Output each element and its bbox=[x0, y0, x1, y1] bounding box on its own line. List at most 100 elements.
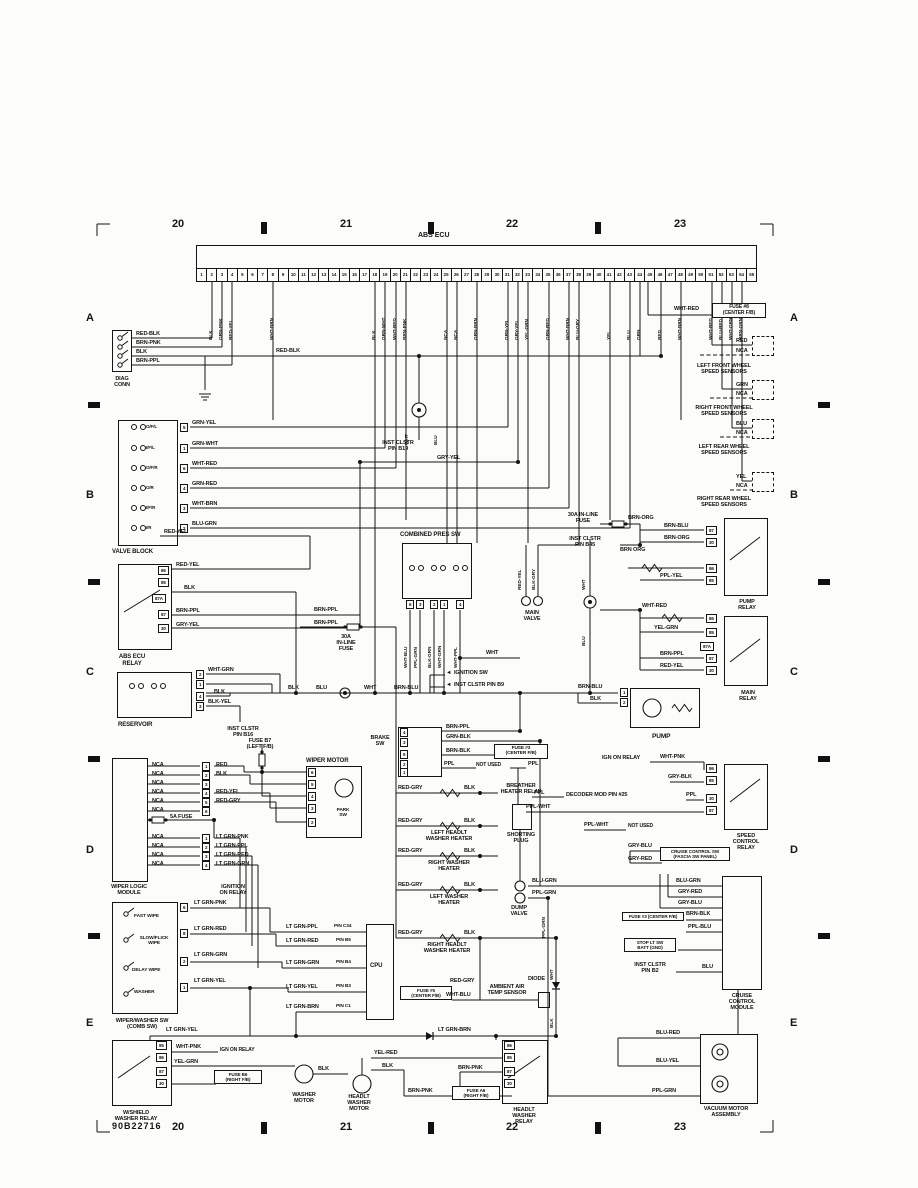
pin-label: 6 bbox=[180, 464, 189, 474]
splice-dot bbox=[212, 818, 216, 822]
wire-label: GRY-YEL bbox=[437, 455, 461, 461]
right-front-sensor-label: RIGHT FRONT WHEEL SPEED SENSORS bbox=[695, 405, 753, 418]
wire-label: BLK bbox=[209, 330, 214, 340]
diode-icon bbox=[552, 982, 560, 990]
vacuum-motor-assembly bbox=[700, 1034, 758, 1104]
component-circle bbox=[642, 698, 662, 718]
circle-icon bbox=[520, 595, 532, 607]
alignment-tick bbox=[88, 579, 100, 585]
left-front-sensor-label: LEFT FRONT WHEEL SPEED SENSORS bbox=[696, 363, 751, 376]
cpu-label: CPU bbox=[370, 963, 383, 969]
wire-label: GRN-YEL bbox=[505, 319, 510, 340]
component-circle bbox=[711, 1075, 729, 1093]
sw-blade bbox=[121, 340, 129, 346]
pin-label: 6 bbox=[308, 768, 317, 778]
wire-label: GRN bbox=[637, 329, 642, 340]
fuse-icon bbox=[148, 816, 168, 824]
sw2-b bbox=[418, 565, 424, 571]
splice-dot-icon bbox=[248, 986, 252, 990]
valve-block-label: VALVE BLOCK bbox=[112, 549, 154, 555]
circle-icon bbox=[532, 595, 544, 607]
wire-label: YEL bbox=[607, 330, 612, 340]
splice-dot bbox=[518, 691, 522, 695]
sw-pivot bbox=[117, 344, 123, 350]
wire-label: NCA bbox=[152, 834, 164, 840]
wire-label: D bbox=[86, 844, 94, 856]
connector-pin: 47 bbox=[664, 269, 675, 281]
wire-label: WHT-GRN bbox=[208, 667, 234, 673]
wire-label: YEL-GRN bbox=[525, 319, 530, 340]
splice-dot bbox=[478, 936, 482, 940]
connector-pin: 12 bbox=[308, 269, 318, 281]
wire-label: BLU-RED bbox=[719, 319, 724, 340]
main-relay bbox=[724, 616, 768, 686]
sw2-a bbox=[129, 683, 135, 689]
fuse-body bbox=[151, 816, 165, 824]
resistor-path bbox=[439, 821, 461, 831]
component-circle bbox=[716, 1048, 724, 1056]
splice-dot bbox=[588, 600, 592, 604]
solenoid-contact-icon bbox=[131, 485, 146, 491]
splice-dot-icon bbox=[516, 460, 520, 464]
splice-dot-icon bbox=[478, 888, 482, 892]
wire-label: PPL bbox=[534, 790, 545, 796]
wire-label: BRN-PPL bbox=[176, 608, 200, 614]
wire-label: PPL-WHT bbox=[526, 804, 551, 810]
fuse-body bbox=[346, 623, 360, 631]
splice-dot bbox=[408, 691, 412, 695]
connector-pin: 2 bbox=[206, 269, 216, 281]
splice-dot bbox=[417, 354, 421, 358]
alignment-tick bbox=[595, 1122, 601, 1134]
wire-label: NCA bbox=[736, 430, 748, 436]
wire-label: BREATHER HEATER RELAY bbox=[500, 783, 542, 796]
wire-label: BLK bbox=[464, 930, 476, 936]
wire-label: LT GRN-GRN bbox=[216, 861, 250, 867]
pin-label: 3 bbox=[196, 702, 205, 712]
sw2-b bbox=[440, 565, 446, 571]
diode-triangle bbox=[426, 1032, 433, 1040]
pin-label: 1 bbox=[620, 688, 629, 698]
wire-label: PPL-GRN bbox=[652, 1088, 677, 1094]
solenoid-contact-icon bbox=[151, 683, 166, 689]
wire-label: FUSE B7 (LEFT F/B) bbox=[246, 738, 274, 751]
sw2-a bbox=[131, 445, 137, 451]
solenoid-contact-icon bbox=[131, 424, 146, 430]
connector-pin: 36 bbox=[552, 269, 563, 281]
wire-label: BRN-PNK bbox=[408, 1088, 433, 1094]
switch-contact-icon bbox=[123, 907, 135, 917]
wire-label: LT GRN-GRN bbox=[286, 960, 320, 966]
sw2-b bbox=[140, 465, 146, 471]
circle-icon bbox=[642, 698, 662, 718]
wire-label: 21 bbox=[340, 1121, 353, 1133]
wire bbox=[117, 1055, 151, 1079]
brake-sw-label: BRAKE SW bbox=[370, 735, 390, 748]
splice-dot-icon bbox=[518, 691, 522, 695]
wire-label: PPL-BLU bbox=[688, 924, 712, 930]
wire-label: BLU-RED bbox=[656, 1030, 681, 1036]
abs-ecu-relay-label: ABS ECU RELAY bbox=[118, 654, 146, 667]
wire-label: BRN-PNK bbox=[403, 318, 408, 340]
inline-fuse-label: 30A IN-LINE FUSE bbox=[336, 634, 356, 653]
wire-label: GRY-RED bbox=[628, 856, 653, 862]
pin-label: 6 bbox=[180, 903, 189, 913]
splice-dot-icon bbox=[494, 1034, 498, 1038]
comb-switch bbox=[112, 902, 178, 1014]
wire-label: BLK bbox=[464, 848, 476, 854]
connector-pin: 55 bbox=[746, 269, 756, 281]
wire-label: WHT-PNK bbox=[176, 1044, 201, 1050]
wire-label: WHT-BRN bbox=[678, 318, 683, 340]
wire-label: 22 bbox=[506, 1121, 519, 1133]
connector-pin: 16 bbox=[348, 269, 359, 281]
pin-label: 1 bbox=[180, 983, 189, 993]
wire bbox=[729, 638, 761, 663]
wire-label: RED-YEL bbox=[660, 663, 684, 669]
wire-label: LT GRN-PPL bbox=[216, 843, 248, 849]
pin-label: 2 bbox=[180, 524, 189, 534]
sw2-a bbox=[131, 485, 137, 491]
connector-pin: 33 bbox=[522, 269, 532, 281]
wire-label: WHT-BLU bbox=[446, 992, 471, 998]
pin-label: 86 bbox=[706, 564, 717, 574]
washer-motor-label: WASHER MOTOR bbox=[292, 1092, 316, 1105]
wire-label: LT GRN-PNK bbox=[194, 900, 227, 906]
wire-label: WHT-BRN bbox=[566, 318, 571, 340]
